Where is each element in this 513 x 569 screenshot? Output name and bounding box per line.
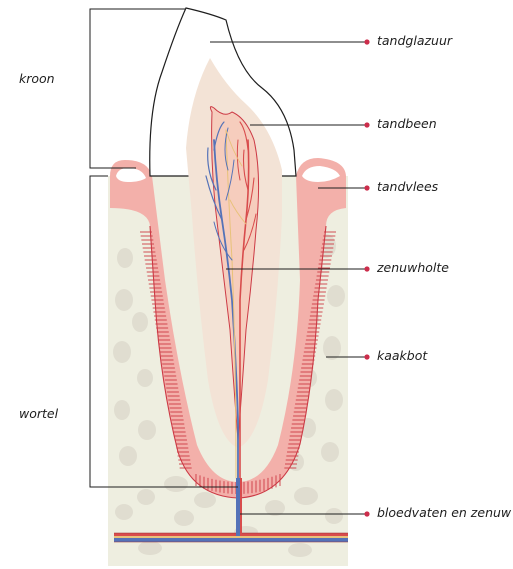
label-kroon: kroon (19, 73, 55, 86)
label-tandglazuur: tandglazuur (377, 35, 452, 48)
label-tandvlees: tandvlees (377, 181, 438, 194)
dot-kaakbot (364, 354, 369, 359)
label-wortel: wortel (19, 408, 58, 421)
label-tandbeen: tandbeen (377, 118, 437, 131)
label-kaakbot: kaakbot (377, 350, 427, 363)
label-dots (364, 39, 369, 516)
dot-tandbeen (364, 122, 369, 127)
label-zenuwholte: zenuwholte (377, 262, 449, 275)
label-bloedvaten: bloedvaten en zenuw (377, 507, 511, 520)
dot-tandvlees (364, 185, 369, 190)
dot-bloedvaten (364, 511, 369, 516)
dot-zenuwholte (364, 266, 369, 271)
dot-tandglazuur (364, 39, 369, 44)
